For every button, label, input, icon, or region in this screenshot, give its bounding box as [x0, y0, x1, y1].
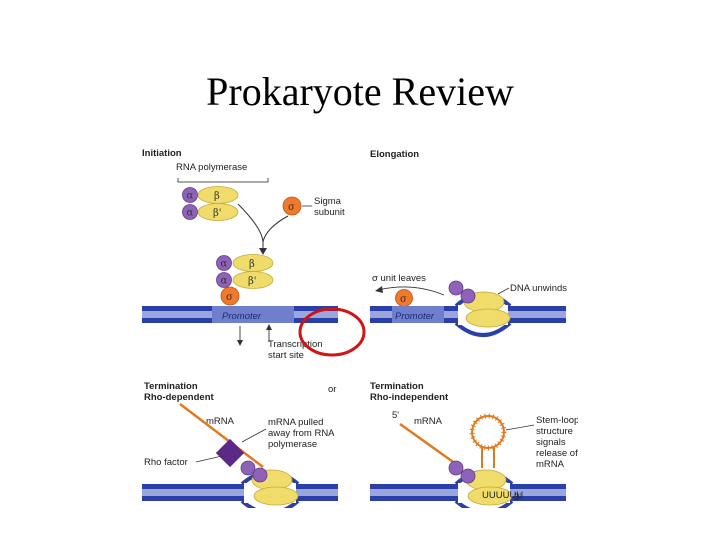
- three-prime-label: 3': [514, 492, 521, 503]
- arrowhead: [237, 340, 243, 346]
- sigma-leaves-arrow: [377, 286, 445, 296]
- promoter-label: Promoter: [395, 311, 435, 322]
- beta-prime-label: β': [213, 208, 222, 219]
- rho-dependent-heading-1: Termination: [144, 381, 198, 392]
- rho-independent-heading-2: Rho-independent: [370, 392, 449, 403]
- mrna-strand: [179, 403, 264, 468]
- rho-pointer: [195, 455, 223, 463]
- pulled-pointer: [241, 428, 267, 443]
- poly-u-label: UUUUUU: [482, 490, 523, 501]
- alpha-label: α: [221, 259, 228, 270]
- sigma-subunit: [282, 196, 302, 216]
- stem-loop-label-4: release of: [536, 448, 578, 459]
- sigma-subunit-label-1: Sigma: [314, 196, 342, 207]
- arrowhead: [375, 286, 383, 293]
- rna-polymerase-bracket: [177, 178, 269, 183]
- stem-loop-label-5: mRNA: [536, 459, 565, 470]
- stem-loop-label-2: structure: [536, 426, 573, 437]
- rho-dependent-heading-2: Rho-dependent: [144, 392, 214, 403]
- mrna-strand: [399, 422, 457, 466]
- holoenzyme: α α β β' σ: [216, 254, 274, 306]
- transcription-diagram: Initiation RNA polymerase α α β β' σ Sig…: [142, 148, 578, 508]
- dna-unwinds-pointer: [497, 287, 510, 295]
- rho-factor: [215, 438, 245, 468]
- alpha-label: α: [187, 208, 194, 219]
- dna-initiation: [142, 306, 338, 323]
- sigma-label: σ: [400, 294, 407, 305]
- arrowhead: [266, 324, 272, 330]
- pulled-label-3: polymerase: [268, 439, 317, 450]
- alpha-label: α: [187, 191, 194, 202]
- beta-label: β: [214, 191, 220, 202]
- rna-polymerase-elongating: [448, 280, 511, 328]
- rna-polymerase-rho-dependent: [240, 460, 299, 506]
- rna-polymerase-rho-independent: [448, 460, 513, 506]
- stem-loop-label-3: signals: [536, 437, 566, 448]
- rho-independent-heading-1: Termination: [370, 381, 424, 392]
- alpha-label: α: [221, 276, 228, 287]
- five-prime-label: 5': [392, 410, 399, 421]
- or-label: or: [328, 384, 336, 395]
- sigma-label: σ: [226, 292, 233, 303]
- sigma-label: σ: [288, 202, 295, 213]
- pulled-label-1: mRNA pulled: [268, 417, 323, 428]
- stem-loop-label-1: Stem-loop: [536, 415, 578, 426]
- tss-label-2: start site: [268, 350, 304, 361]
- core-enzyme: α α β β': [182, 186, 239, 221]
- assembly-arrow: [237, 203, 289, 250]
- rna-polymerase-label: RNA polymerase: [176, 162, 247, 173]
- elongation-heading: Elongation: [370, 149, 419, 160]
- mrna-label: mRNA: [414, 416, 443, 427]
- tss-label-1: Transcription: [268, 339, 323, 350]
- stem-loop: [469, 413, 507, 468]
- pulled-label-2: away from RNA: [268, 428, 335, 439]
- arrowhead: [259, 248, 267, 255]
- sigma-subunit-label-2: subunit: [314, 207, 345, 218]
- mrna-label: mRNA: [206, 416, 235, 427]
- sigma-leaves-label: σ unit leaves: [372, 273, 426, 284]
- dna-unwinds-label: DNA unwinds: [510, 283, 567, 294]
- dna-rho-dependent: [142, 470, 338, 508]
- slide-title: Prokaryote Review: [206, 69, 514, 114]
- promoter-label: Promoter: [222, 311, 262, 322]
- beta-prime-label: β': [248, 276, 257, 287]
- stem-loop-pointer: [505, 424, 535, 431]
- initiation-heading: Initiation: [142, 148, 182, 159]
- rho-factor-label: Rho factor: [144, 457, 188, 468]
- highlight-ring: [298, 307, 366, 357]
- beta-label: β: [249, 259, 255, 270]
